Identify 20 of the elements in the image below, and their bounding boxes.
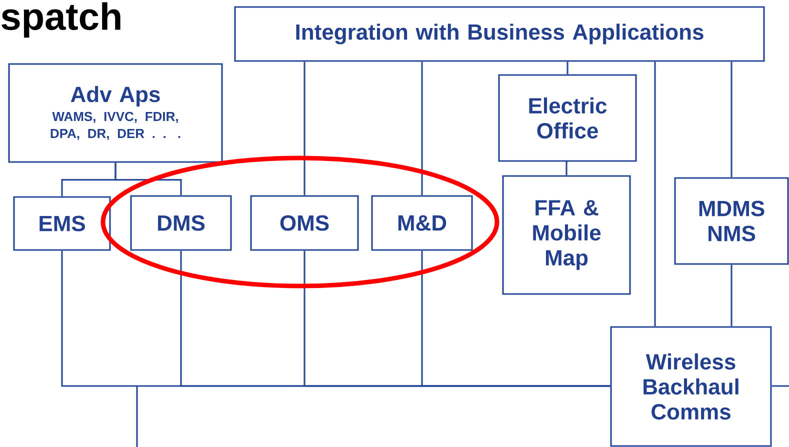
system-box: EMS xyxy=(13,196,111,251)
connector-line xyxy=(304,62,306,196)
connector-line xyxy=(730,264,732,326)
system-box: MDMS NMS xyxy=(674,177,789,265)
system-box: DMS xyxy=(130,195,232,251)
system-box: Adv Aps WAMS, IVVC, FDIR, DPA, DR, DER . . . xyxy=(8,63,223,163)
connector-line xyxy=(421,250,610,387)
connector-line xyxy=(654,62,656,326)
system-box: Wireless Backhaul Comms xyxy=(610,326,772,447)
system-box: FFA & Mobile Map xyxy=(502,175,631,295)
system-box: OMS xyxy=(250,195,359,251)
connector-line xyxy=(421,62,423,196)
system-box: Electric Office xyxy=(498,74,637,162)
connector-line xyxy=(114,162,182,196)
connector-line xyxy=(566,161,568,176)
connector-line xyxy=(730,62,732,178)
system-box: M&D xyxy=(371,195,473,251)
connector-line xyxy=(566,62,568,74)
heading: spatch xyxy=(2,2,120,38)
system-box: Integration with Business Applications xyxy=(234,6,765,62)
